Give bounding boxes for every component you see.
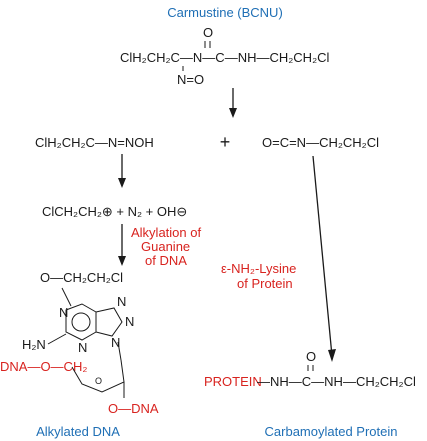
arrow-carbamoylation [312, 155, 333, 357]
isocyanate: O=C=N—CH₂CH₂Cl [262, 135, 379, 150]
sugar-ring [71, 359, 125, 393]
aromatic-circle [71, 312, 91, 332]
ring-n-left: N [59, 305, 68, 320]
protein-carbonyl-o: O [306, 349, 316, 364]
carbonyl-o: O [203, 25, 213, 40]
ring-n-bottom: N [78, 340, 87, 355]
alkylation-label-2: Guanine [141, 239, 190, 254]
arrow-decomposition-head [229, 108, 237, 118]
amino-bond [47, 333, 67, 345]
ring-n-bottom-right: N [111, 335, 120, 350]
protein-label: PROTEIN [204, 374, 262, 389]
arrow-ion-formation-head [118, 178, 126, 188]
alkylation-label-1: Alkylation of [131, 225, 201, 240]
arrow-alkylation-head [118, 256, 126, 266]
diagram-title: Carmustine (BCNU) [167, 5, 283, 20]
alkylation-label-3: of DNA [145, 253, 187, 268]
sugar-dna-bottom: O—DNA [108, 401, 159, 416]
caption-carbamoylated-protein: Carbamoylated Protein [265, 424, 398, 439]
ring-n-right: N [125, 314, 134, 329]
plus-sign: + [220, 132, 231, 152]
carmustine-formula: ClH₂CH₂C—N—C—NH—CH₂CH₂Cl [120, 50, 330, 65]
arrow-carbamoylation-head [328, 349, 336, 362]
lysine-label-1: ε-NH₂-Lysine [221, 261, 296, 276]
nitroso-group: N=O [177, 72, 204, 87]
pyrimidine-ring [65, 303, 97, 341]
imidazole-ring [95, 307, 123, 337]
diazohydroxide: ClH₂CH₂C—N=NOH [35, 135, 154, 150]
sugar-ring-o: O [95, 376, 102, 386]
ion-products: ClCH₂CH₂⊕ + N₂ + OH⊖ [42, 204, 187, 219]
caption-alkylated-dna: Alkylated DNA [36, 424, 120, 439]
ring-n-top: N [117, 294, 126, 309]
amino-group: H₂N [22, 337, 46, 352]
o-alkyl-substituent: O—CH₂CH₂Cl [40, 270, 123, 285]
protein-chain: —NH—C—NH—CH₂CH₂Cl [257, 374, 416, 389]
glycosidic-bond [117, 341, 122, 361]
lysine-label-2: of Protein [237, 276, 293, 291]
sugar-dna-link: DNA—O—CH₂ [0, 359, 87, 374]
o-attach-bond [61, 287, 72, 307]
